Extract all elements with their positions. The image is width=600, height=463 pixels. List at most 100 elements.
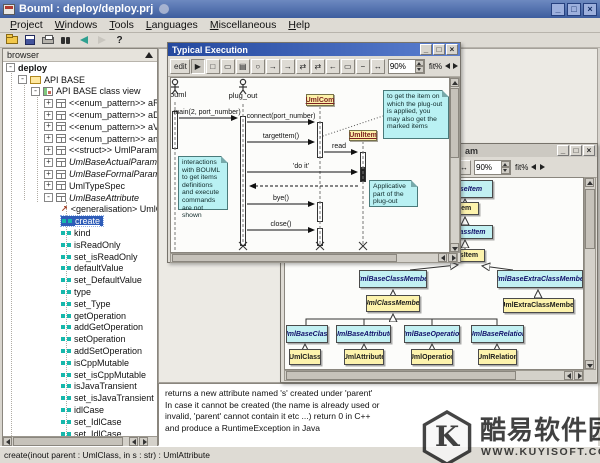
tree-expander-icon[interactable]: + xyxy=(44,98,53,108)
tree-item[interactable]: set_IdlCase xyxy=(3,416,157,428)
note-tool[interactable]: □ xyxy=(205,58,220,74)
tree-item[interactable]: isReadOnly xyxy=(3,239,157,251)
class-node[interactable]: UmlBaseRelation xyxy=(471,325,524,343)
note[interactable]: Applicative part of the plug-out xyxy=(369,180,418,207)
tree-expander-icon[interactable]: + xyxy=(44,122,53,132)
menu-windows[interactable]: Windows xyxy=(54,19,98,31)
lifeline-tool[interactable]: ▭ xyxy=(340,58,355,74)
message-label[interactable]: read xyxy=(331,143,346,150)
tree-item[interactable]: +<<enum_pattern>> aDirection xyxy=(3,109,157,121)
maximize-button[interactable]: □ xyxy=(570,145,582,156)
fit-scale-button[interactable]: fit% xyxy=(515,162,529,172)
scroll-left-button[interactable] xyxy=(438,253,447,262)
minimize-button[interactable]: _ xyxy=(420,44,432,55)
sequence-diagram-window[interactable]: Typical Execution _ □ × edit ▶ □ ▭ ▤ ○ →… xyxy=(167,42,461,263)
menu-languages[interactable]: Languages xyxy=(145,19,198,31)
class-node[interactable]: UmlBaseAttribute xyxy=(336,325,391,343)
tree-item[interactable]: +<<enum_pattern>> aRelationK xyxy=(3,97,157,109)
tree-item[interactable]: set_isJavaTransient xyxy=(3,392,157,404)
class-node[interactable]: UmlClass xyxy=(289,349,321,365)
scroll-left-button[interactable] xyxy=(3,437,12,446)
tree-expander-icon[interactable]: - xyxy=(44,193,53,203)
message-label[interactable]: targetItem() xyxy=(262,133,300,140)
tree-item-api-base[interactable]: -API BASE xyxy=(3,74,157,86)
menu-miscellaneous[interactable]: Miscellaneous xyxy=(209,19,277,31)
subject-tool[interactable]: ▤ xyxy=(235,58,250,74)
close-button[interactable]: × xyxy=(446,44,458,55)
tree-item-class-view[interactable]: -API BASE class view xyxy=(3,86,157,98)
tree-item[interactable]: -UmlBaseAttribute xyxy=(3,192,157,204)
zoom-down-icon[interactable] xyxy=(414,66,424,73)
whats-this-button[interactable]: ? xyxy=(111,34,128,47)
menu-help[interactable]: Help xyxy=(288,19,310,31)
message-label[interactable]: 'do it' xyxy=(293,163,309,170)
class-vertical-scrollbar[interactable] xyxy=(584,177,596,370)
tree-expander-icon[interactable]: - xyxy=(18,75,27,85)
message-label[interactable]: close() xyxy=(270,221,292,228)
minimize-button[interactable]: _ xyxy=(551,2,565,16)
tree-item[interactable]: +UmlTypeSpec xyxy=(3,180,157,192)
sequence-window-titlebar[interactable]: Typical Execution _ □ × xyxy=(168,43,460,56)
self-async-message-tool[interactable]: ⇄ xyxy=(310,58,325,74)
message-label[interactable]: bye() xyxy=(273,195,289,202)
browser-header[interactable]: browser xyxy=(3,49,157,62)
tree-item[interactable]: +<<struct>> UmlParameter xyxy=(3,145,157,157)
sequence-vertical-scrollbar[interactable] xyxy=(450,77,460,253)
tree-expander-icon[interactable]: - xyxy=(6,63,15,73)
tree-item[interactable]: +UmlBaseActualParameter xyxy=(3,156,157,168)
zoom-input[interactable] xyxy=(475,160,501,174)
description-panel[interactable]: returns a new attribute named 's' create… xyxy=(158,383,598,446)
lifeline-label[interactable]: bouml xyxy=(170,90,187,99)
tree-item[interactable]: +UmlBaseFormalParameter xyxy=(3,168,157,180)
edit-button[interactable]: edit xyxy=(170,58,190,74)
tree-expander-icon[interactable]: + xyxy=(44,145,53,155)
async-message-tool[interactable]: → xyxy=(280,58,295,74)
resize-corner[interactable] xyxy=(584,370,596,381)
print-button[interactable] xyxy=(39,34,56,47)
scrollbar-thumb[interactable] xyxy=(172,254,397,262)
tree-item[interactable]: set_isCppMutable xyxy=(3,369,157,381)
class-node[interactable]: UmlRelation xyxy=(478,349,517,365)
zoom-input[interactable] xyxy=(388,59,415,73)
tree-item[interactable]: set_isReadOnly xyxy=(3,251,157,263)
tree-item[interactable]: +<<enum_pattern>> anItemKin xyxy=(3,133,157,145)
fit-scale-button[interactable]: fit% xyxy=(428,61,443,71)
class-node[interactable]: UmlBaseOperation xyxy=(404,325,460,343)
tree-item[interactable]: set_DefaultValue xyxy=(3,274,157,286)
maximize-button[interactable]: □ xyxy=(433,44,445,55)
menu-project[interactable]: Project xyxy=(10,19,43,31)
tree-item[interactable]: set_Type xyxy=(3,298,157,310)
tree-item-create-selected[interactable]: create xyxy=(3,215,157,228)
menu-tools[interactable]: Tools xyxy=(109,19,134,31)
tree-item-deploy[interactable]: -deploy xyxy=(3,62,157,74)
close-button[interactable]: × xyxy=(583,145,595,156)
scroll-left-button[interactable] xyxy=(564,371,573,380)
tree-expander-icon[interactable]: - xyxy=(31,86,40,96)
tree-expander-icon[interactable]: + xyxy=(44,110,53,120)
tree-item[interactable]: set_IdlCase xyxy=(3,428,157,436)
sequence-horizontal-scrollbar[interactable] xyxy=(170,253,458,263)
browser-horizontal-scrollbar[interactable] xyxy=(3,436,157,447)
dash-tool[interactable]: − xyxy=(355,58,370,74)
save-button[interactable] xyxy=(21,34,38,47)
scroll-down-button[interactable] xyxy=(450,243,459,252)
tree-expander-icon[interactable]: + xyxy=(44,134,53,144)
tree-item[interactable]: setOperation xyxy=(3,333,157,345)
scroll-down-button[interactable] xyxy=(585,360,594,369)
scroll-up-button[interactable] xyxy=(585,178,594,187)
sync-message-tool[interactable]: → xyxy=(265,58,280,74)
lifeline-label[interactable]: plug_out xyxy=(228,91,258,100)
zoom-down-icon[interactable] xyxy=(501,167,510,174)
tree-item[interactable]: idlCase xyxy=(3,404,157,416)
zoom-up-icon[interactable] xyxy=(414,59,424,66)
zoom-up-icon[interactable] xyxy=(501,160,510,167)
search-button[interactable] xyxy=(57,34,74,47)
class-node[interactable]: UmlOperation xyxy=(411,349,453,365)
class-node[interactable]: UmlBaseExtraClassMember xyxy=(497,270,583,288)
found-message-tool[interactable]: ↔ xyxy=(370,58,385,74)
object-box[interactable]: UmlCom xyxy=(306,94,334,106)
minimize-button[interactable]: _ xyxy=(557,145,569,156)
forward-button[interactable] xyxy=(93,34,110,47)
scrollbar-thumb[interactable] xyxy=(585,189,595,249)
scroll-left-button[interactable] xyxy=(129,437,138,446)
